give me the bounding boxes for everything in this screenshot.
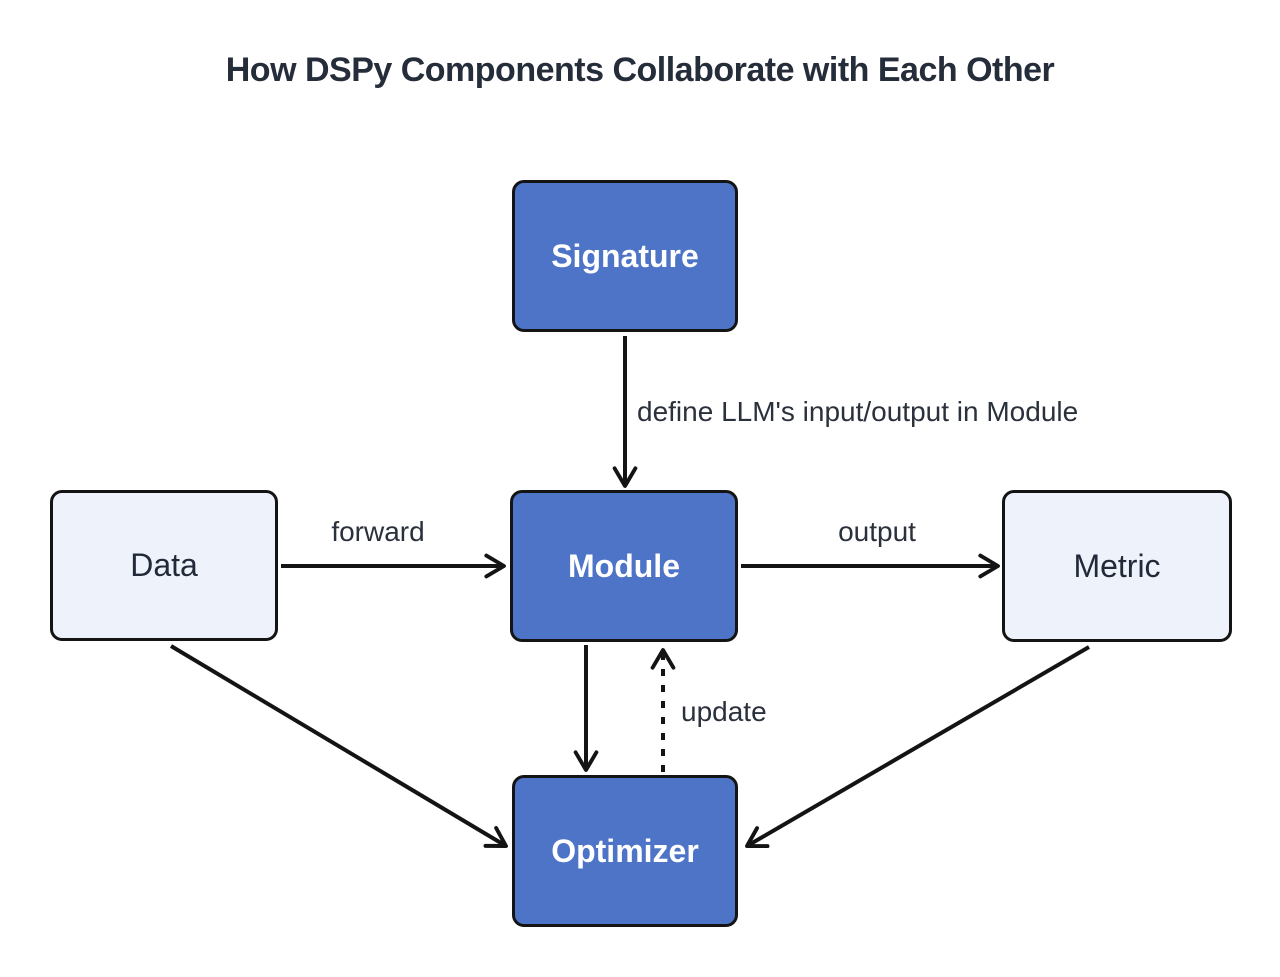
edge-label-forward: forward: [331, 516, 425, 547]
edge-data-to-optimizer: [169, 644, 508, 848]
node-signature: Signature: [512, 180, 738, 332]
node-metric: Metric: [1002, 490, 1232, 642]
node-optimizer-label: Optimizer: [551, 832, 699, 869]
node-module: Module: [510, 490, 738, 642]
edge-label-define: define LLM's input/output in Module: [637, 396, 1079, 427]
edge-label-update: update: [681, 696, 767, 727]
node-data-label: Data: [130, 547, 198, 583]
node-data: Data: [50, 490, 278, 641]
edge-metric-to-optimizer: [745, 645, 1091, 849]
edge-label-output: output: [838, 516, 916, 547]
node-optimizer: Optimizer: [512, 775, 738, 927]
node-metric-label: Metric: [1073, 547, 1161, 584]
node-module-label: Module: [568, 547, 680, 584]
diagram-title: How DSPy Components Collaborate with Eac…: [225, 51, 1055, 89]
node-signature-label: Signature: [551, 237, 699, 274]
